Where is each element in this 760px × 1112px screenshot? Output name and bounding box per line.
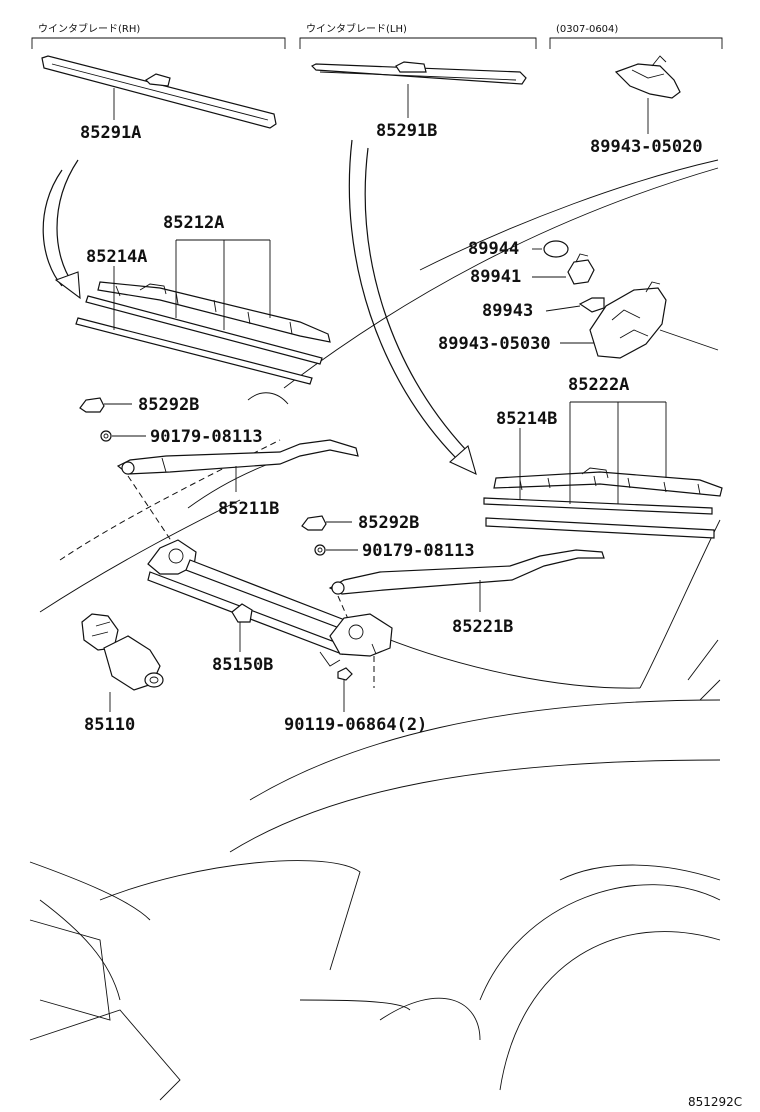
part-label-89943-05030: 89943-05030 bbox=[438, 334, 551, 354]
part-label-90119-06864: 90119-06864(2) bbox=[284, 715, 427, 735]
arm-cap-rh[interactable] bbox=[79, 397, 105, 413]
part-label-90179-08113-lh: 90179-08113 bbox=[362, 541, 475, 561]
wiper-arm-rh[interactable] bbox=[116, 439, 359, 475]
winter-blade-rh[interactable] bbox=[41, 55, 277, 129]
section-title-rh: ウインタブレード(RH) bbox=[38, 22, 140, 35]
part-label-90179-08113-rh: 90179-08113 bbox=[150, 427, 263, 447]
part-label-85221b: 85221B bbox=[452, 617, 513, 637]
section-header-lh: ウインタブレード(LH) bbox=[299, 22, 537, 49]
arrow-rh-curve bbox=[42, 159, 81, 300]
section-header-period: (0307-0604) bbox=[549, 24, 723, 49]
nut-lh[interactable] bbox=[314, 544, 326, 556]
wiper-arm-lh[interactable] bbox=[328, 549, 605, 595]
part-label-85150b: 85150B bbox=[212, 655, 273, 675]
winter-blade-lh[interactable] bbox=[310, 61, 527, 85]
nut-rh[interactable] bbox=[100, 430, 112, 442]
part-label-85110: 85110 bbox=[84, 715, 135, 735]
nozzle-body[interactable] bbox=[589, 281, 667, 359]
part-label-85292b-rh: 85292B bbox=[138, 395, 199, 415]
part-label-89944: 89944 bbox=[468, 239, 519, 259]
blade-assembly-lh[interactable] bbox=[493, 467, 723, 497]
washer-grommet[interactable] bbox=[543, 240, 569, 258]
part-label-89943: 89943 bbox=[482, 301, 533, 321]
part-label-85212a: 85212A bbox=[163, 213, 224, 233]
nozzle-clip[interactable] bbox=[578, 297, 605, 313]
part-label-85222a: 85222A bbox=[568, 375, 629, 395]
part-label-85214a: 85214A bbox=[86, 247, 147, 267]
arrow-lh-curve bbox=[348, 139, 477, 476]
part-label-85291b: 85291B bbox=[376, 121, 437, 141]
wiper-motor[interactable] bbox=[81, 613, 164, 691]
blade-rubber-rh[interactable] bbox=[75, 295, 323, 385]
part-label-85214b: 85214B bbox=[496, 409, 557, 429]
figure-code: 851292C bbox=[688, 1095, 742, 1109]
section-title-lh: ウインタブレード(LH) bbox=[306, 22, 407, 35]
part-label-85211b: 85211B bbox=[218, 499, 279, 519]
part-label-89943-05020: 89943-05020 bbox=[590, 137, 703, 157]
vehicle-body-outline bbox=[29, 159, 721, 1101]
part-label-85291a: 85291A bbox=[80, 123, 141, 143]
part-label-89941: 89941 bbox=[470, 267, 521, 287]
blade-assembly-rh[interactable] bbox=[97, 281, 331, 343]
arm-cap-lh[interactable] bbox=[301, 515, 327, 531]
part-label-85292b-lh: 85292B bbox=[358, 513, 419, 533]
washer-nozzle[interactable] bbox=[567, 253, 595, 285]
bolt[interactable] bbox=[337, 667, 353, 690]
wiper-link-assembly[interactable] bbox=[147, 539, 393, 667]
blade-rubber-lh[interactable] bbox=[483, 497, 715, 539]
nozzle-cover-part[interactable] bbox=[614, 55, 681, 99]
section-title-period: (0307-0604) bbox=[556, 24, 618, 35]
section-header-rh: ウインタブレード(RH) bbox=[31, 22, 286, 49]
